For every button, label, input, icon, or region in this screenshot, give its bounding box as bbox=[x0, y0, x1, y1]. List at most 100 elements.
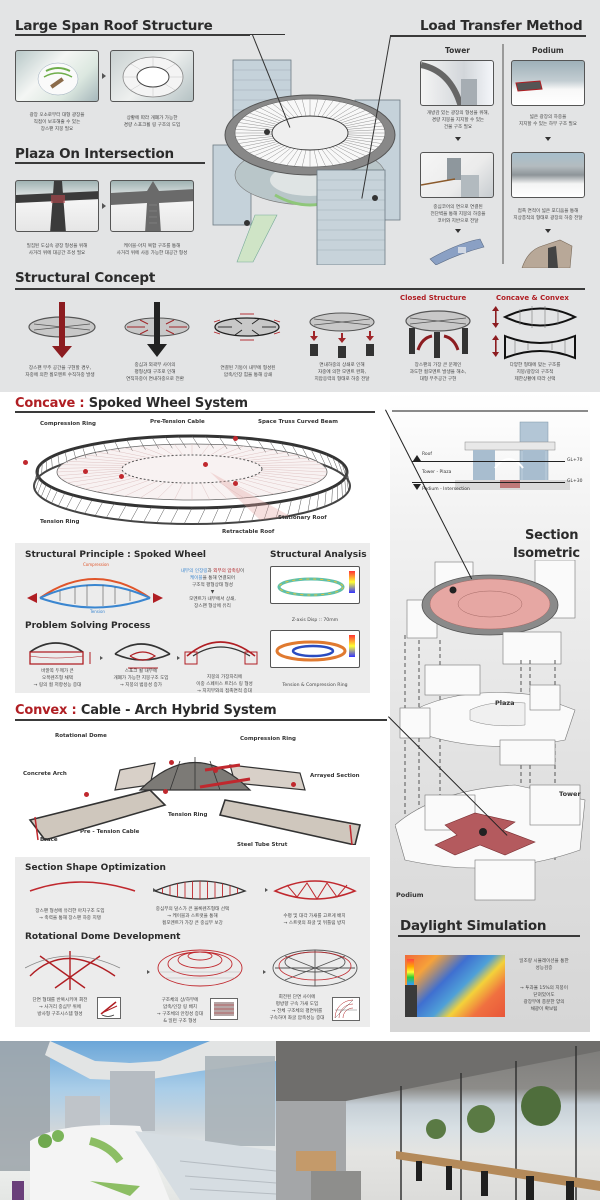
truss-member bbox=[51, 489, 58, 504]
truss-member bbox=[126, 439, 133, 451]
truss-member bbox=[102, 442, 109, 454]
pre-tension-cable-line bbox=[174, 482, 184, 500]
truss-member bbox=[114, 440, 121, 453]
concept-rule bbox=[15, 288, 585, 290]
iso-callout-tower: Tower bbox=[559, 790, 581, 798]
roof-spoke bbox=[301, 149, 307, 167]
spoked-wheel-truss-drawing bbox=[20, 420, 365, 530]
roof-spoke bbox=[235, 134, 273, 137]
load-transfer-rule bbox=[390, 35, 586, 37]
tower-core-detail bbox=[421, 158, 479, 197]
roof-spoke bbox=[279, 101, 295, 118]
callout-compression-ring-convex: Compression Ring bbox=[240, 736, 296, 742]
roof-spoke bbox=[325, 148, 341, 165]
truss-member bbox=[94, 501, 104, 517]
truss-member bbox=[297, 497, 302, 515]
marker-tension-ring-convex bbox=[163, 789, 168, 794]
iso-callout-plaza: Plaza bbox=[495, 699, 515, 707]
roof-spoke bbox=[301, 99, 307, 117]
callout-retractable-roof: Retractable Roof bbox=[222, 529, 275, 535]
truss-member bbox=[41, 462, 43, 475]
pre-tension-cable-line bbox=[210, 444, 228, 456]
dome-dev-caption-1: 단면 형태를 반복시키며 회전 → 사거리 중심부 위에 방사형 구조시스템 형… bbox=[32, 998, 88, 1017]
analysis-image-1 bbox=[270, 566, 360, 604]
roof-spoke bbox=[340, 112, 371, 124]
section-opt-caption-2: 중심부의 덮스가 큰 볼록렌즈형태 선택 → 케이블과 스트럿을 통해 휨모멘트… bbox=[155, 907, 230, 926]
plaza-rule bbox=[15, 162, 205, 164]
pre-tension-cable-line bbox=[256, 461, 317, 464]
truss-member bbox=[337, 459, 344, 475]
callout-compression-ring: Compression Ring bbox=[40, 421, 96, 427]
podium-label: Podium bbox=[532, 46, 564, 55]
truss-member bbox=[130, 505, 140, 522]
analysis-title: Structural Analysis bbox=[270, 550, 367, 560]
analysis-caption-2: Tension & Compression Ring bbox=[282, 683, 348, 688]
pre-tension-cable-line bbox=[84, 454, 137, 461]
truss-member bbox=[346, 475, 349, 492]
pre-tension-cable-line bbox=[259, 472, 323, 480]
callout-concrete-arch: Concrete Arch bbox=[23, 771, 67, 777]
marker-space-truss bbox=[233, 436, 238, 441]
intersection-illustration bbox=[16, 181, 98, 231]
truss-member bbox=[332, 456, 339, 472]
truss-member bbox=[316, 492, 320, 510]
roof-spoke bbox=[254, 110, 282, 122]
roof-spoke bbox=[254, 144, 282, 156]
pre-tension-cable-line bbox=[261, 470, 326, 476]
roof-spoke bbox=[236, 136, 273, 141]
truss-member bbox=[117, 504, 127, 520]
truss-member bbox=[37, 465, 40, 478]
dome-dev-inset-2 bbox=[210, 998, 238, 1020]
roof-spoke bbox=[332, 146, 355, 161]
pre-tension-cable-line bbox=[58, 466, 123, 469]
podium-model bbox=[520, 238, 575, 269]
level-tower-plaza: Tower - Plaza bbox=[422, 470, 452, 475]
principle-text-line5: 장스팬 형상에 유리 bbox=[194, 604, 231, 609]
podium-detail bbox=[515, 80, 543, 92]
pre-tension-cable-line bbox=[140, 445, 166, 457]
marker-arrayed-section bbox=[291, 782, 296, 787]
problem-caption-2: 스포크 휠 내부에 개폐가 가능한 지붕구조 도입 → 지붕의 범용성 증가 bbox=[113, 669, 169, 688]
truss-member bbox=[218, 436, 228, 450]
concept-5-diagram bbox=[405, 310, 471, 358]
spoked-roof-illustration bbox=[122, 56, 184, 98]
section-title-line2: Isometric bbox=[513, 546, 580, 561]
dome-dev-caption-3: 회전된 단면 사이에 평방향 구속 가새 도입 → 전체 구조체의 평면위를 구… bbox=[269, 995, 325, 1021]
roof-spoke bbox=[328, 103, 348, 119]
roof-spoke bbox=[332, 105, 355, 120]
roof-spoke bbox=[313, 149, 319, 167]
pre-tension-cable-line bbox=[209, 482, 228, 500]
roof-spoke bbox=[321, 149, 334, 166]
truss-member bbox=[51, 456, 53, 469]
dome-dev-caption-2: 구조체의 상/하부에 압축/인장 링 배치 → 구조체의 안정성 증대 & 일련… bbox=[156, 998, 204, 1024]
roof-spoke bbox=[321, 100, 334, 117]
callout-rotational-dome: Rotational Dome bbox=[55, 733, 107, 739]
large-span-rule bbox=[15, 34, 250, 36]
truss-member bbox=[183, 507, 193, 525]
large-span-leader bbox=[250, 34, 285, 36]
pre-tension-cable-line bbox=[61, 472, 125, 480]
callout-tension-ring-convex: Tension Ring bbox=[168, 812, 208, 818]
tower-label: Tower bbox=[445, 46, 470, 55]
roof-spoke bbox=[317, 149, 326, 167]
podium-caption-2: 접촉 면적이 넓은 포디움을 통해 지상층적의 형태로 광장의 하중 전달 bbox=[513, 209, 583, 221]
truss-member bbox=[74, 497, 83, 512]
truss-member bbox=[318, 451, 327, 466]
pre-tension-cable-line bbox=[256, 474, 317, 483]
plaza-thumb-after bbox=[110, 180, 194, 232]
truss-member bbox=[82, 446, 87, 458]
section-top-rule bbox=[392, 410, 588, 412]
callout-stationary-roof: Stationary Roof bbox=[278, 515, 327, 521]
pre-tension-cable-line bbox=[200, 482, 210, 500]
roof-spoke bbox=[236, 125, 273, 130]
truss-member bbox=[64, 451, 68, 463]
truss-member bbox=[331, 487, 333, 504]
concept-title: Structural Concept bbox=[15, 270, 156, 286]
principle-text-line4: 모멘트가 내부에서 상쇄, bbox=[189, 597, 236, 602]
truss-member bbox=[57, 492, 66, 507]
concept-caption-6: 다양한 형태에 맞는 구조를 지붕/광장의 구조적 제한상황에 따라 선택 bbox=[509, 363, 561, 382]
concept-6-diagram bbox=[492, 306, 578, 360]
pre-tension-cable-line bbox=[226, 447, 260, 458]
roof-spoke bbox=[328, 147, 348, 163]
roof-spoke bbox=[344, 118, 379, 127]
